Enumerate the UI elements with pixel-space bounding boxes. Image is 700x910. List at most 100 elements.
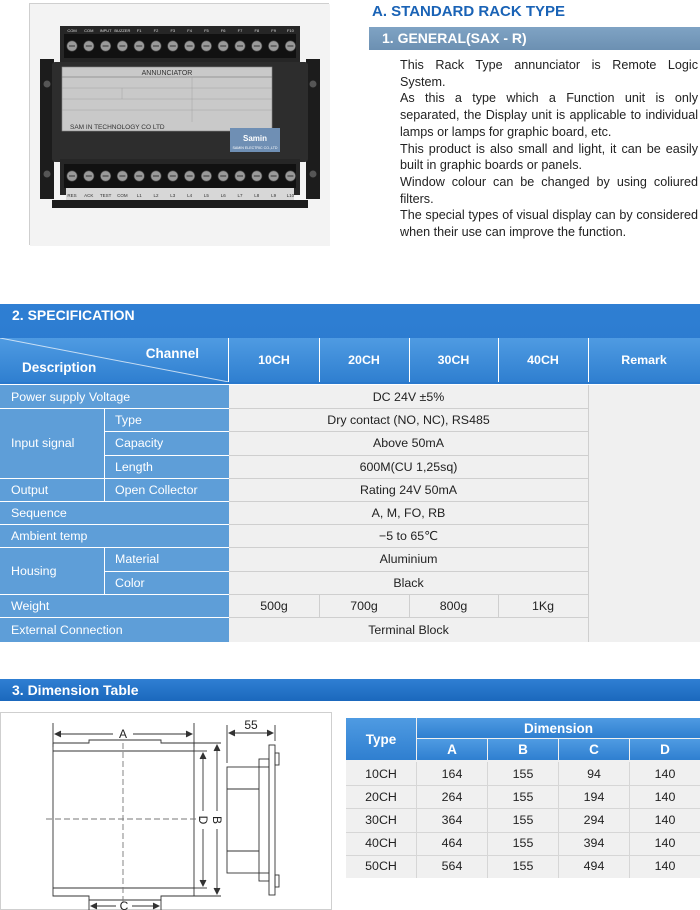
general-title-bar: 1. GENERAL(SAX - R) — [369, 27, 700, 50]
dim-row-value: 264 — [441, 789, 463, 804]
dim-row-value: 194 — [583, 789, 605, 804]
dim-row-value: 294 — [583, 812, 605, 827]
dim-row-value: 155 — [512, 859, 534, 874]
dim-row-value: 140 — [654, 789, 676, 804]
dim-header-d: D — [630, 739, 700, 760]
general-paragraph: As this a type which a Function unit is … — [400, 91, 698, 139]
dim-header-b: B — [488, 739, 558, 760]
label-sequence: Sequence — [0, 501, 229, 524]
label-input-length: Length — [104, 455, 229, 478]
dim-row-value: 94 — [587, 766, 601, 781]
top-terminal-label: F6 — [221, 28, 226, 33]
value-input-length: 600M(CU 1,25sq) — [229, 455, 588, 478]
dim-row-value: 494 — [583, 859, 605, 874]
dimension-label-c: C — [120, 899, 129, 910]
outline-drawing: A D B C 55 — [46, 718, 280, 910]
value-housing-material: Aluminium — [229, 547, 588, 571]
dimension-drawing: A D B C 55 — [0, 712, 332, 910]
bottom-terminal-label: L7 — [237, 193, 243, 198]
dim-header-dimension: Dimension — [417, 718, 700, 738]
dim-row-type: 30CH — [365, 812, 397, 827]
dimension-label-d: D — [196, 816, 210, 825]
dimension-label-a: A — [119, 727, 127, 741]
bottom-terminal-label: L2 — [153, 193, 159, 198]
general-paragraph: The special types of visual display can … — [400, 208, 698, 240]
dim-row-type: 10CH — [365, 766, 397, 781]
value-weight-40ch: 1Kg — [498, 594, 588, 617]
dimension-label-b: B — [210, 816, 224, 824]
value-weight-20ch: 700g — [319, 594, 409, 617]
value-weight-10ch: 500g — [229, 594, 319, 617]
maker-label: SAM IN TECHNOLOGY CO LTD — [70, 124, 165, 131]
header-channel-label: Channel — [145, 346, 199, 361]
value-weight-30ch: 800g — [409, 594, 498, 617]
label-input-capacity: Capacity — [104, 431, 229, 455]
header-remark: Remark — [588, 338, 700, 382]
label-open-collector: Open Collector — [104, 478, 229, 501]
label-output: Output — [0, 478, 104, 501]
header-20ch: 20CH — [319, 338, 409, 382]
bottom-terminal-label: ACK — [84, 193, 93, 198]
top-terminal-label: INPUT — [100, 28, 113, 33]
header-description-cell: Channel Description — [0, 338, 229, 382]
bottom-terminal-label: L6 — [221, 193, 227, 198]
top-terminal-label: F5 — [204, 28, 209, 33]
bottom-terminal-label: RES — [67, 193, 76, 198]
dim-row-value: 140 — [654, 836, 676, 851]
dim-row-value: 155 — [512, 766, 534, 781]
header-10ch: 10CH — [229, 338, 319, 382]
dimension-label-depth: 55 — [244, 718, 258, 732]
dim-row-value: 140 — [654, 766, 676, 781]
label-input-signal: Input signal — [0, 408, 104, 478]
bottom-terminal-label: L10 — [287, 193, 295, 198]
bottom-terminal-label: COM — [117, 193, 128, 198]
bottom-terminal-label: L9 — [271, 193, 277, 198]
label-weight: Weight — [0, 594, 229, 617]
label-power-supply: Power supply Voltage — [0, 385, 229, 408]
dim-header-a: A — [417, 739, 487, 760]
dim-row-type: 20CH — [365, 789, 397, 804]
dim-row-type: 50CH — [365, 859, 397, 874]
value-housing-color: Black — [229, 571, 588, 594]
top-terminal-label: F7 — [238, 28, 243, 33]
header-40ch: 40CH — [498, 338, 588, 382]
dim-header-c: C — [559, 739, 629, 760]
general-description: This Rack Type annunciator is Remote Log… — [400, 57, 698, 241]
top-terminal-label: BUZZER — [114, 28, 130, 33]
value-external-connection: Terminal Block — [229, 617, 588, 642]
specification-table: Channel Description 10CH 20CH 30CH 40CH … — [0, 338, 700, 642]
dim-row-value: 464 — [441, 836, 463, 851]
dim-row-type: 40CH — [365, 836, 397, 851]
bottom-terminal-label: L1 — [137, 193, 143, 198]
value-input-capacity: Above 50mA — [229, 431, 588, 455]
header-description-label: Description — [22, 360, 97, 375]
bottom-terminal-label: L8 — [254, 193, 260, 198]
value-sequence: A, M, FO, RB — [229, 501, 588, 524]
bottom-terminal-label: L4 — [187, 193, 193, 198]
bottom-terminal-label: TEST — [100, 193, 112, 198]
general-paragraph: This product is also small and light, it… — [400, 141, 698, 173]
top-terminal-label: F9 — [271, 28, 276, 33]
label-input-type: Type — [104, 408, 229, 431]
brand-company: SAMIN ELECTRIC CO.,LTD — [232, 146, 277, 150]
general-paragraph: This Rack Type annunciator is Remote Log… — [400, 58, 698, 89]
top-terminal-label: F4 — [187, 28, 192, 33]
dim-row-value: 394 — [583, 836, 605, 851]
dim-row-value: 140 — [654, 812, 676, 827]
label-housing: Housing — [0, 547, 104, 594]
value-input-type: Dry contact (NO, NC), RS485 — [229, 408, 588, 431]
label-ambient-temp: Ambient temp — [0, 524, 229, 547]
top-terminal-label: F1 — [137, 28, 142, 33]
top-terminal-label: F2 — [154, 28, 159, 33]
dimension-title-bar: 3. Dimension Table — [0, 679, 700, 701]
dim-header-type: Type — [346, 718, 416, 760]
dim-row-value: 155 — [512, 812, 534, 827]
bottom-terminal-label: L5 — [204, 193, 210, 198]
top-terminal-label: COM — [84, 28, 93, 33]
top-terminal-label: COM — [67, 28, 76, 33]
section-a-title: A. STANDARD RACK TYPE — [372, 3, 566, 20]
top-terminal-label: F8 — [254, 28, 259, 33]
